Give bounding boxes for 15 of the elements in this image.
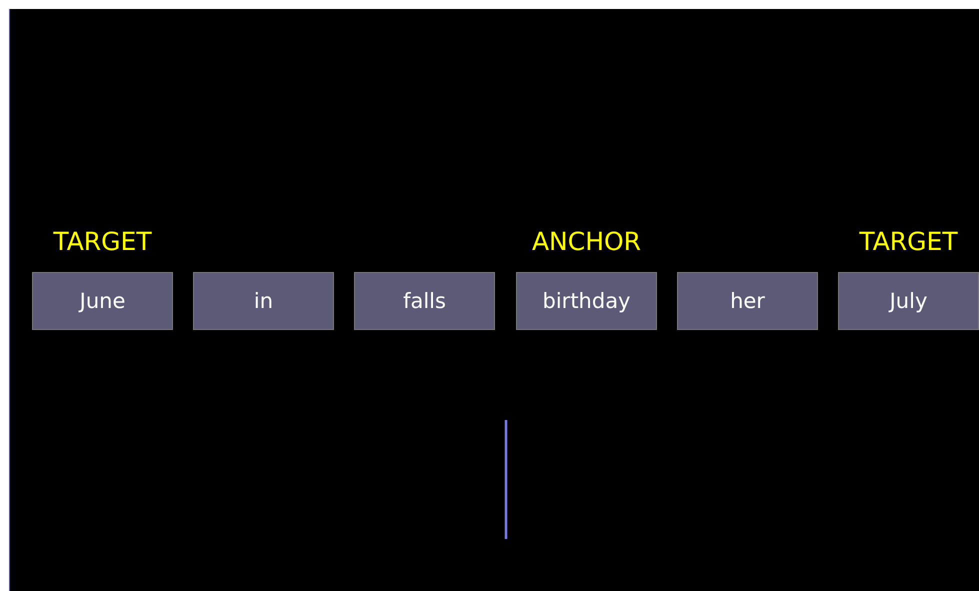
role-label: ANCHOR xyxy=(532,227,642,256)
word-label: in xyxy=(254,289,274,313)
word-label: July xyxy=(890,289,928,313)
word-box xyxy=(32,272,173,330)
word-label: June xyxy=(80,289,126,313)
word-label: birthday xyxy=(542,289,630,313)
word-box xyxy=(354,272,495,330)
word-label: her xyxy=(730,289,765,313)
word-label: falls xyxy=(403,289,446,313)
role-label: TARGET xyxy=(859,227,958,256)
word-box xyxy=(677,272,818,330)
word-box xyxy=(838,272,979,330)
role-label: TARGET xyxy=(53,227,152,256)
word-box xyxy=(516,272,657,330)
word-box xyxy=(193,272,334,330)
